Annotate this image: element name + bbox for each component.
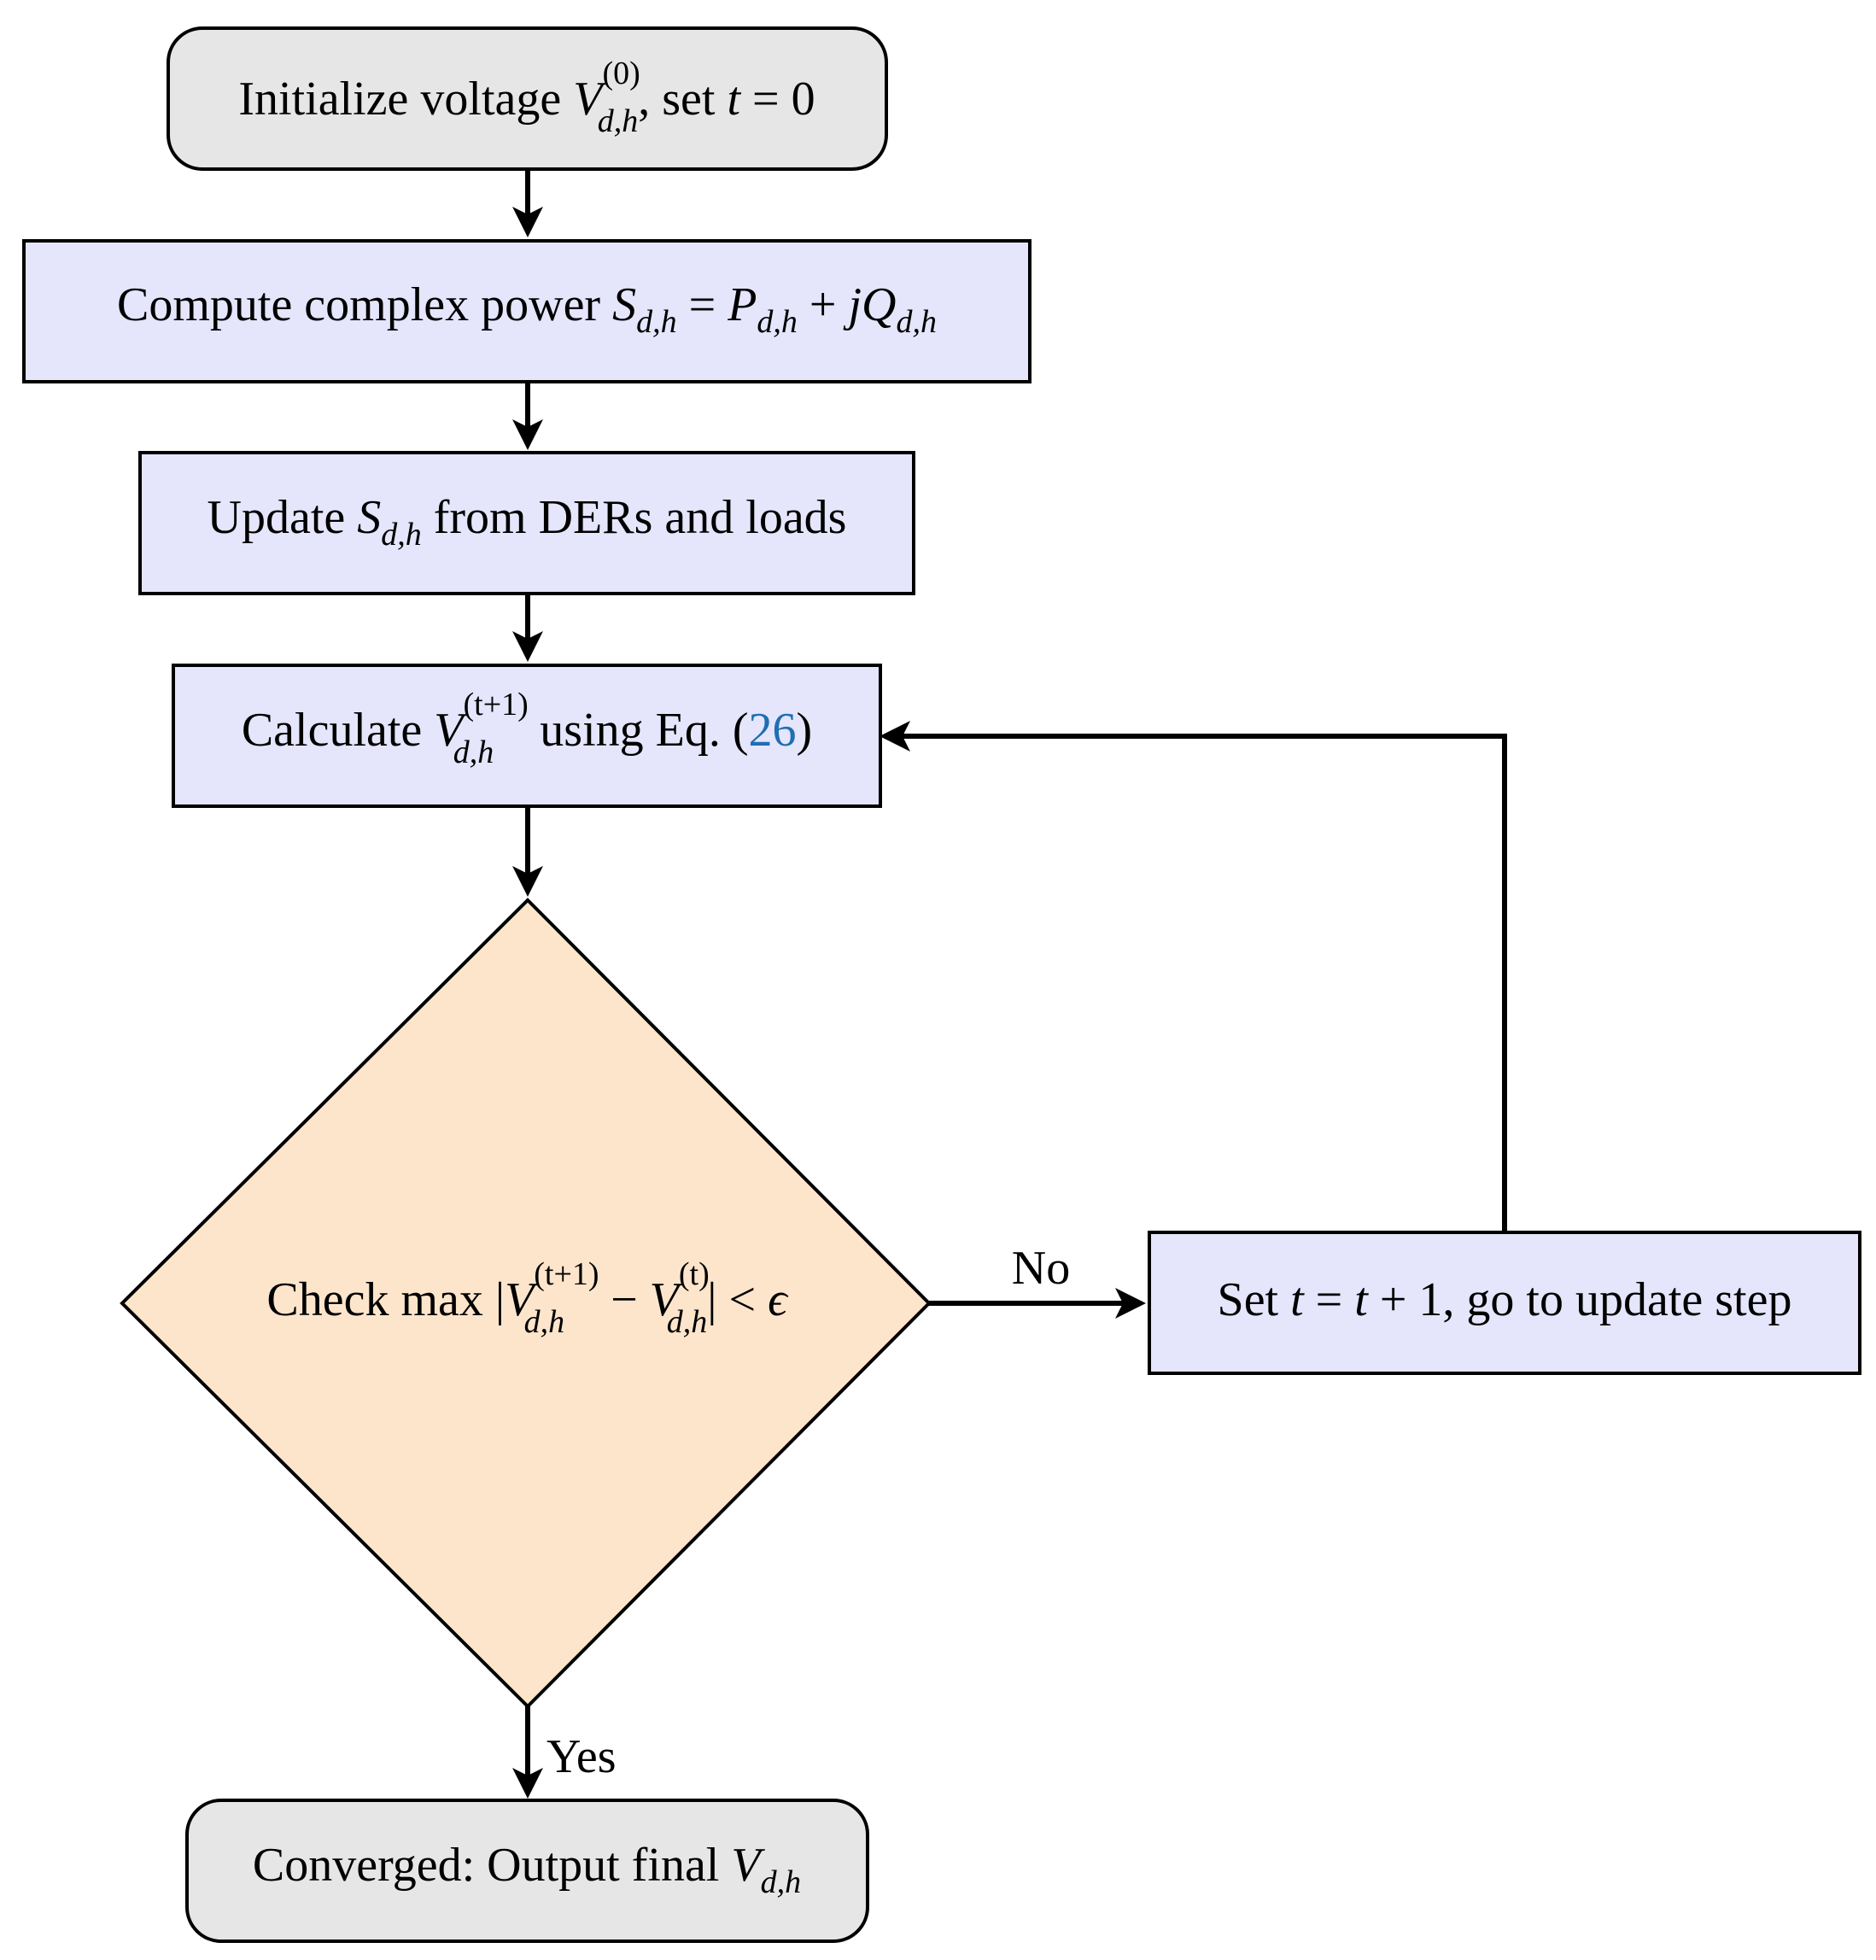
node-increment-t [1148,1231,1861,1375]
node-update-power [138,451,915,595]
label-update-power: Update Sd,h from DERs and loads [207,491,847,553]
equation-reference-link[interactable]: 26 [749,704,797,757]
node-check-convergence [120,898,932,1709]
node-calculate-voltage [172,664,882,808]
edge-label-no: No [1012,1242,1070,1295]
node-compute-power [22,239,1032,383]
label-calculate-voltage: Calculate V(t+1)d,h using Eq. (26) [242,687,812,770]
label-check-convergence: Check max |V(t+1)d,h − V(t)d,h| < ϵ [266,1256,789,1340]
edge-label-yes: Yes [546,1730,616,1783]
label-increment-t: Set t = t + 1, go to update step [1218,1273,1792,1326]
node-converged [185,1799,869,1943]
node-initialize [167,26,888,171]
edge-set-to-calculate [880,721,1507,1232]
label-initialize: Initialize voltage V(0)d,h, set t = 0 [238,56,815,139]
edges [512,169,1507,1799]
label-compute-power: Compute complex power Sd,h = Pd,h + jQd,… [117,278,937,340]
label-converged: Converged: Output final Vd,h [253,1839,801,1900]
